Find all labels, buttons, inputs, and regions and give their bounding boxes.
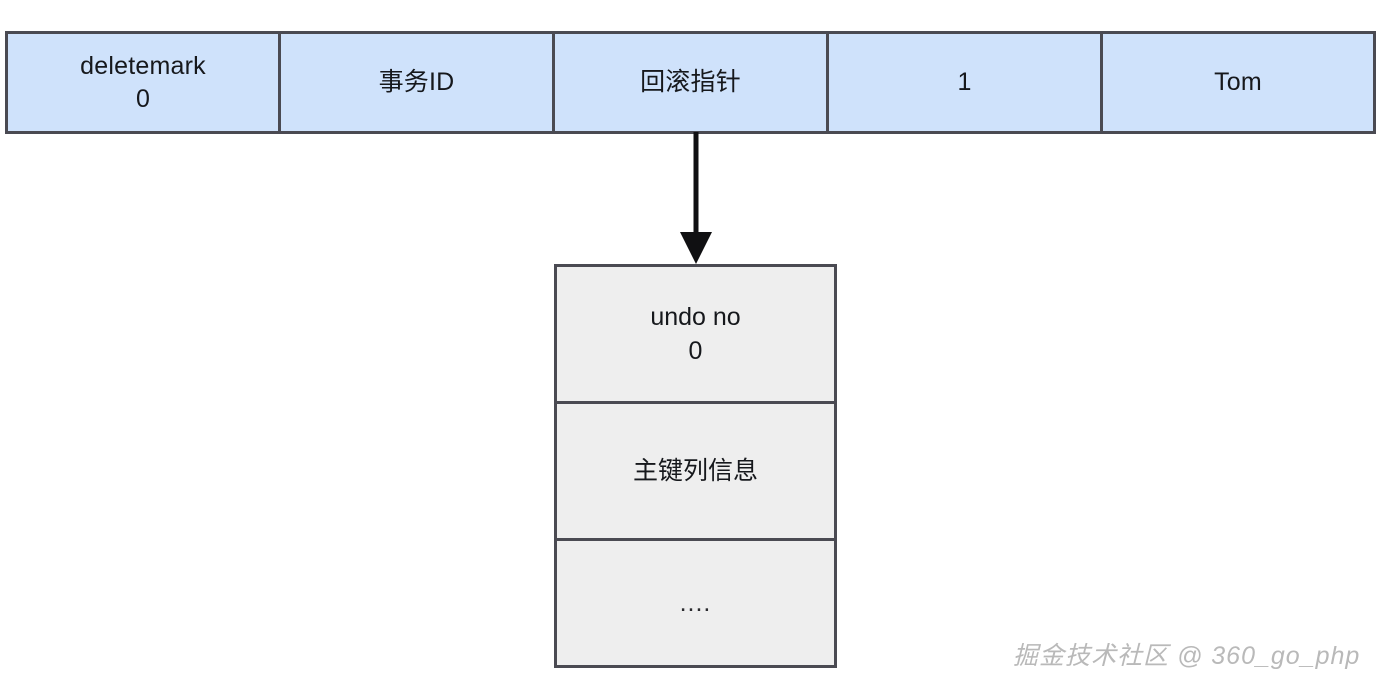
watermark: 掘金技术社区 @ 360_go_php [1013,642,1361,670]
record-cell-name-label: Tom [1214,68,1262,96]
undo-section-undo-no-label: undo no [650,302,741,331]
undo-log-box: undo no 0 主键列信息 .... [554,264,837,668]
record-cell-deletemark: deletemark 0 [8,34,281,131]
undo-section-primary-key-info: 主键列信息 [557,404,834,541]
record-cell-deletemark-value: 0 [135,84,151,113]
record-cell-rollback-pointer: 回滚指针 [555,34,829,131]
record-cell-transaction-id: 事务ID [281,34,555,131]
arrow-icon [680,132,712,264]
undo-section-primary-key-info-label: 主键列信息 [632,456,758,485]
undo-section-more-label: .... [679,588,712,617]
record-row: deletemark 0 事务ID 回滚指针 1 Tom [5,31,1376,134]
record-cell-rollback-pointer-label: 回滚指针 [640,68,741,96]
rollback-pointer-arrow [660,132,732,266]
record-cell-deletemark-label: deletemark [80,51,206,80]
record-cell-primary-key: 1 [829,34,1103,131]
undo-section-undo-no: undo no 0 [557,267,834,404]
record-cell-name: Tom [1103,34,1373,131]
undo-section-more: .... [557,541,834,665]
record-cell-transaction-id-label: 事务ID [378,68,455,96]
record-cell-primary-key-label: 1 [957,68,972,96]
undo-section-undo-no-value: 0 [688,337,703,365]
